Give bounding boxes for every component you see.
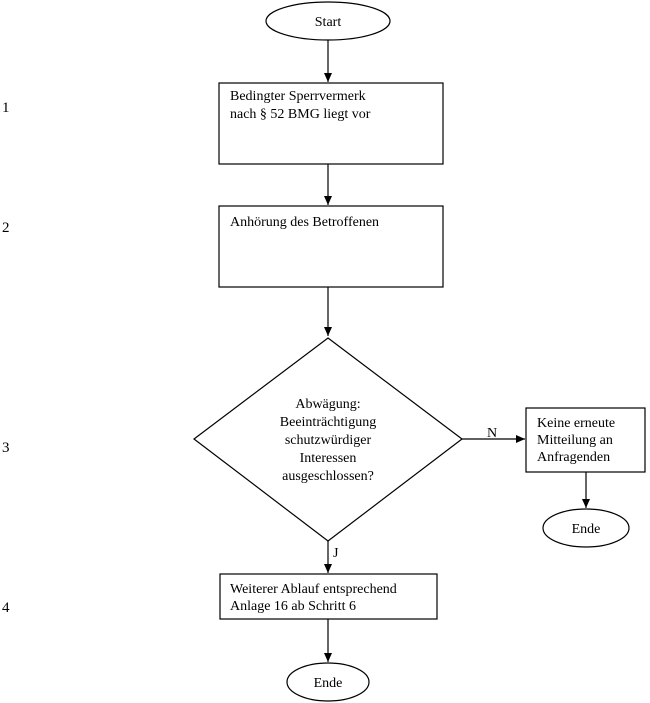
end-right-label: Ende bbox=[572, 522, 601, 537]
step-number-2: 2 bbox=[2, 220, 10, 236]
box4-line-2: Anlage 16 ab Schritt 6 bbox=[230, 599, 356, 614]
box-no-line-2: Mitteilung an bbox=[537, 433, 613, 448]
box1-line-1: Bedingter Sperrvermerk bbox=[230, 89, 366, 104]
box1-line-2: nach § 52 BMG liegt vor bbox=[230, 107, 371, 122]
end-bottom-label: Ende bbox=[314, 676, 343, 691]
step-number-1: 1 bbox=[2, 100, 10, 116]
decision-line-2: Beeinträchtigung bbox=[280, 415, 376, 430]
end-terminal-right bbox=[542, 508, 630, 548]
start-label: Start bbox=[315, 15, 342, 30]
process-box-anhoerung bbox=[218, 205, 444, 288]
box-no-line-1: Keine erneute bbox=[537, 416, 615, 431]
process-box-sperrvermerk bbox=[218, 82, 444, 165]
decision-line-3: schutzwürdiger bbox=[285, 433, 372, 448]
process-box-weiterer-ablauf bbox=[219, 573, 438, 620]
step-number-3: 3 bbox=[2, 440, 10, 456]
edge-label-yes: J bbox=[333, 546, 339, 561]
decision-line-1: Abwägung: bbox=[295, 397, 360, 412]
edge-label-no: N bbox=[487, 426, 497, 441]
box-no-line-3: Anfragenden bbox=[537, 450, 610, 465]
step-number-4: 4 bbox=[2, 600, 10, 616]
end-terminal-bottom bbox=[286, 662, 370, 702]
box4-line-1: Weiterer Ablauf entsprechend bbox=[230, 582, 397, 597]
decision-line-5: ausgeschlossen? bbox=[282, 469, 374, 484]
decision-line-4: Interessen bbox=[300, 451, 357, 466]
box2-line-1: Anhörung des Betroffenen bbox=[230, 215, 379, 230]
